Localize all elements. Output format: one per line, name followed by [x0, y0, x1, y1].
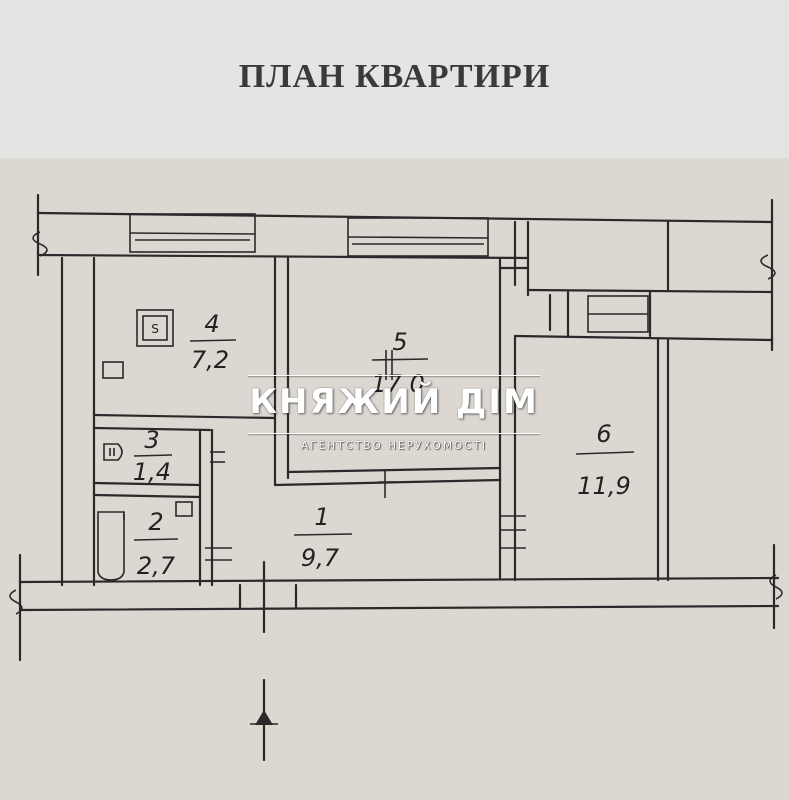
- room-area: 9,7: [301, 544, 340, 572]
- wet-area-walls: [92, 361, 277, 587]
- svg-text:S: S: [151, 322, 159, 336]
- watermark-subtitle: АГЕНТСТВО НЕРУХОМОСТІ: [301, 440, 487, 452]
- room-number: 5: [392, 328, 407, 356]
- room-6-right-wall: [656, 338, 670, 582]
- room-label-1: 1 9,7: [293, 503, 353, 572]
- partition-4-5: [273, 256, 290, 487]
- room-number: 6: [596, 420, 611, 448]
- wall-break-symbols: [9, 231, 783, 615]
- room-number: 1: [314, 503, 329, 531]
- sink-icon: [103, 443, 123, 461]
- window-room-5: [347, 217, 489, 257]
- room-area: 2,7: [137, 552, 176, 580]
- room-number: 4: [204, 310, 219, 338]
- room-number: 2: [148, 508, 163, 536]
- bottom-wall: [18, 543, 780, 634]
- watermark-top-rule: [248, 375, 540, 376]
- room-label-5: 5 17,0: [371, 328, 429, 398]
- room-label-6: 6 11,9: [575, 420, 635, 500]
- window-room-4: [129, 213, 256, 253]
- room-number: 3: [144, 426, 159, 454]
- room-label-3: 3 1,4: [133, 426, 173, 486]
- left-wall: [18, 256, 96, 662]
- room-label-2: 2 2,7: [133, 508, 179, 580]
- north-arrow-icon: [250, 678, 278, 762]
- plan-title: ПЛАН КВАРТИРИ: [238, 58, 551, 95]
- right-upper-block: [498, 220, 774, 347]
- room-area: 11,9: [577, 472, 630, 500]
- room-area: 1,4: [133, 458, 171, 486]
- bathtub-icon: [97, 501, 193, 581]
- stove-icon: S: [136, 309, 174, 347]
- room-label-4: 4 7,2: [189, 310, 237, 374]
- partition-5-6: [498, 278, 517, 582]
- room-area: 17,0: [371, 370, 424, 398]
- watermark-logo-text: КНЯЖИЙ ДІМ: [249, 382, 539, 422]
- room-area: 7,2: [191, 346, 229, 374]
- header-band: [0, 0, 789, 158]
- watermark-middle-rule: [248, 433, 540, 434]
